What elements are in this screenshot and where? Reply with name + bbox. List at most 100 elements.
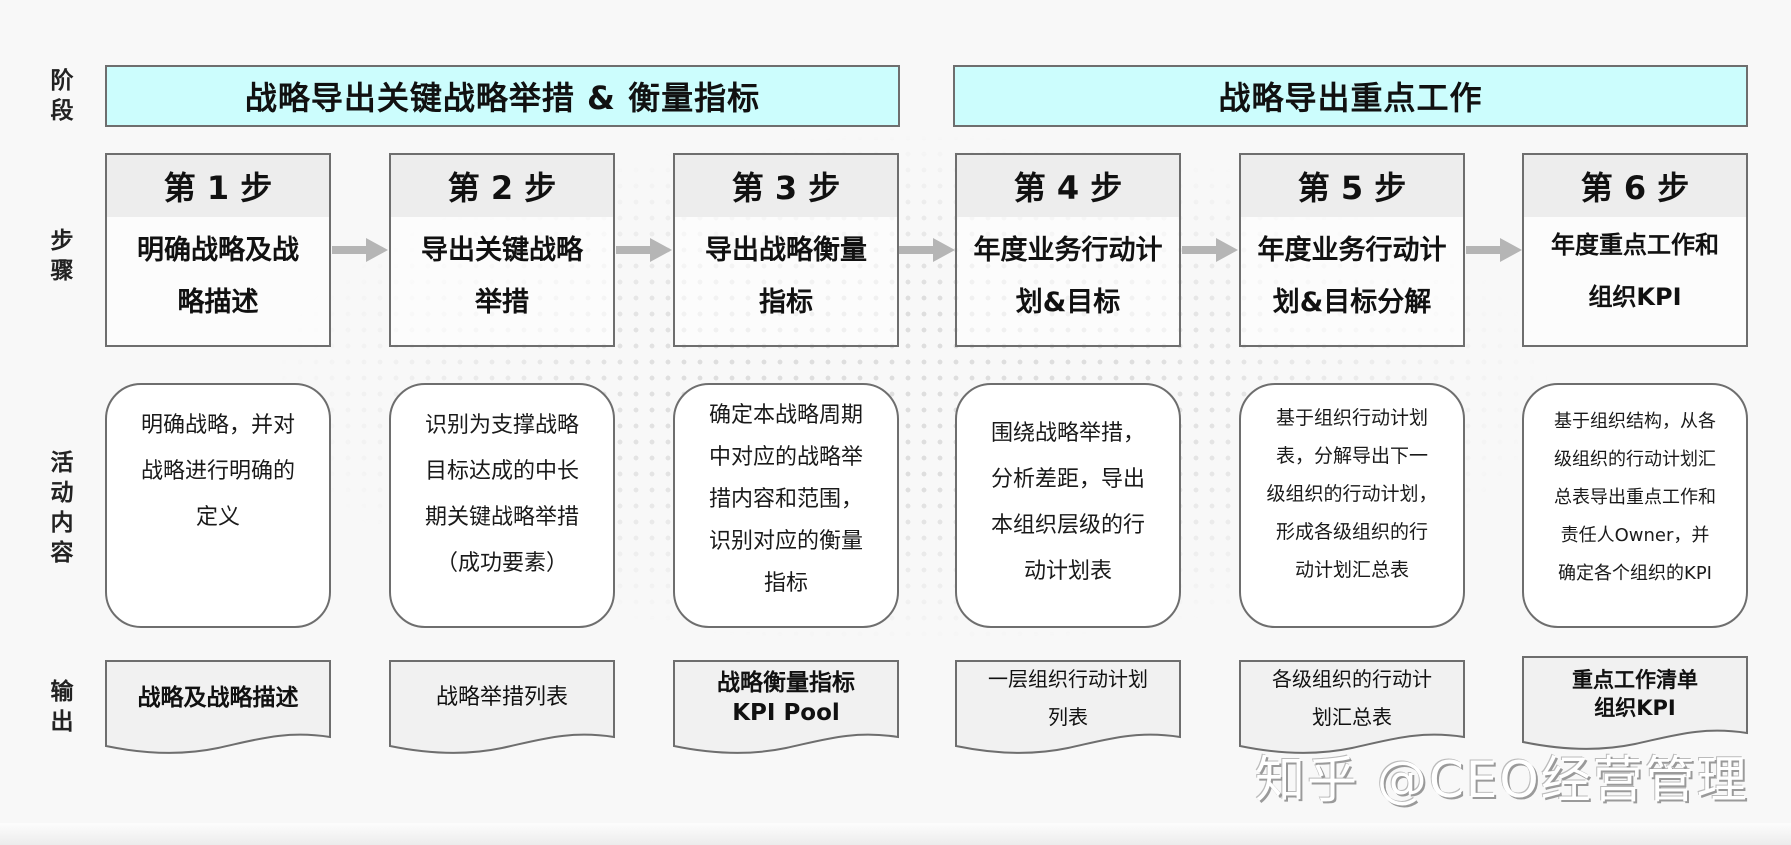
row-label-char: 段 [50,98,74,124]
output-document-6: 重点工作清单 组织KPI [1522,656,1748,751]
step-number: 第 1 步 [107,155,329,217]
document-shape-icon [955,660,1181,754]
activity-line: 战略进行明确的 [140,459,295,484]
activity-text: 围绕战略举措， 分析差距，导出 本组织层级的行 动计划表 [991,411,1145,595]
step-number: 第 5 步 [1241,155,1463,217]
output-text: 一层组织行动计划 列表 [955,660,1181,735]
step-title-line: 略描述 [177,287,259,318]
output-line: 重点工作清单 [1572,667,1698,692]
output-line: 列表 [1048,704,1088,729]
activity-line: 措内容和范围， [708,487,863,512]
activity-line: （成功要素） [435,551,568,576]
step-title-line: 指标 [759,287,813,318]
row-label-steps: 步 骤 [44,226,80,286]
step-title-line: 划&目标 [1015,287,1121,318]
row-label-char: 阶 [50,68,74,94]
output-line: 各级组织的行动计 [1272,666,1432,691]
document-shape-icon [105,660,331,754]
document-shape-icon [1239,660,1465,754]
row-label-char: 容 [50,540,74,566]
activity-line: 分析差距，导出 [990,467,1145,492]
row-label-char: 动 [50,480,74,506]
row-label-char: 输 [50,679,74,705]
step-number: 第 3 步 [675,155,897,217]
activity-line: 表，分解导出下一 [1275,445,1428,467]
step-title-line: 年度业务行动计 [1257,235,1447,266]
output-document-3: 战略衡量指标 KPI Pool [673,660,899,755]
activity-box-2: 识别为支撑战略 目标达成的中长 期关键战略举措 （成功要素） [389,383,615,628]
arrow-right-icon [1182,238,1238,262]
output-line: 一层组织行动计划 [988,666,1148,691]
output-document-4: 一层组织行动计划 列表 [955,660,1181,755]
activity-line: 基于组织结构，从各 [1554,411,1716,432]
step-title-line: 年度重点工作和 [1551,231,1719,259]
step-number: 第 4 步 [957,155,1179,217]
step-title-line: 组织KPI [1588,283,1682,311]
step-title-line: 年度业务行动计 [973,235,1163,266]
activity-text: 明确战略，并对 战略进行明确的 定义 [141,403,295,541]
activity-line: 总表导出重点工作和 [1554,487,1716,508]
activity-line: 级组织的行动计划汇 [1554,449,1716,470]
activity-line: 责任人Owner，并 [1560,525,1710,546]
activity-line: 期关键战略举措 [424,505,579,530]
activity-line: 识别为支撑战略 [424,413,579,438]
activity-line: 目标达成的中长 [424,459,579,484]
output-text: 战略衡量指标 KPI Pool [673,660,899,735]
activity-line: 动计划汇总表 [1294,559,1409,581]
activity-line: 定义 [195,505,240,530]
step-number: 第 6 步 [1524,155,1746,217]
activity-line: 形成各级组织的行 [1275,521,1428,543]
row-label-char: 出 [50,709,74,735]
activity-line: 指标 [763,571,808,596]
arrow-right-icon [899,238,955,262]
phase-bar-2: 战略导出重点工作 [953,65,1748,127]
step-box-2: 第 2 步 导出关键战略 举措 [389,153,615,347]
activity-box-4: 围绕战略举措， 分析差距，导出 本组织层级的行 动计划表 [955,383,1181,628]
phase-label: 战略导出关键战略举措 & 衡量指标 [244,79,761,117]
watermark: 知乎 @CEO经营管理 [1255,751,1749,809]
arrow-right-icon [1466,238,1522,262]
activity-box-6: 基于组织结构，从各 级组织的行动计划汇 总表导出重点工作和 责任人Owner，并… [1522,383,1748,628]
step-box-4: 第 4 步 年度业务行动计 划&目标 [955,153,1181,347]
output-line: 划汇总表 [1312,704,1392,729]
activity-box-1: 明确战略，并对 战略进行明确的 定义 [105,383,331,628]
activity-line: 识别对应的衡量 [708,529,863,554]
activity-line: 中对应的战略举 [708,445,863,470]
activity-text: 基于组织结构，从各 级组织的行动计划汇 总表导出重点工作和 责任人Owner，并… [1554,403,1716,593]
arrow-right-icon [616,238,672,262]
step-title: 年度业务行动计 划&目标分解 [1241,217,1463,329]
activity-text: 确定本战略周期 中对应的战略举 措内容和范围， 识别对应的衡量 指标 [709,395,863,605]
bottom-shade [0,823,1791,845]
output-document-5: 各级组织的行动计 划汇总表 [1239,660,1465,755]
step-title: 明确战略及战 略描述 [107,217,329,329]
activity-line: 确定各个组织的KPI [1558,563,1712,584]
activity-box-5: 基于组织行动计划 表，分解导出下一 级组织的行动计划， 形成各级组织的行 动计划… [1239,383,1465,628]
activity-box-3: 确定本战略周期 中对应的战略举 措内容和范围， 识别对应的衡量 指标 [673,383,899,628]
row-label-phase: 阶 段 [44,66,80,126]
step-title: 导出关键战略 举措 [391,217,613,329]
activity-line: 级组织的行动计划， [1266,483,1438,505]
step-box-6: 第 6 步 年度重点工作和 组织KPI [1522,153,1748,347]
row-label-outputs: 输 出 [44,677,80,737]
row-label-char: 骤 [50,258,74,284]
output-line: 战略及战略描述 [137,684,299,711]
output-document-1: 战略及战略描述 [105,660,331,755]
phase-label: 战略导出重点工作 [1218,79,1483,117]
activity-line: 动计划表 [1023,559,1112,584]
step-title-line: 明确战略及战 [137,235,299,266]
output-text: 战略举措列表 [389,660,615,735]
step-title: 年度业务行动计 划&目标 [957,217,1179,329]
output-line: 战略举措列表 [435,684,568,710]
activity-line: 围绕战略举措， [990,421,1145,446]
output-line: KPI Pool [732,699,840,726]
activity-line: 本组织层级的行 [990,513,1145,538]
activity-line: 基于组织行动计划 [1275,407,1428,429]
activity-line: 确定本战略周期 [708,403,863,428]
row-label-activities: 活 动 内 容 [44,448,80,568]
output-document-2: 战略举措列表 [389,660,615,755]
step-box-5: 第 5 步 年度业务行动计 划&目标分解 [1239,153,1465,347]
activity-text: 识别为支撑战略 目标达成的中长 期关键战略举措 （成功要素） [425,403,579,587]
step-title-line: 导出战略衡量 [705,235,867,266]
step-title: 导出战略衡量 指标 [675,217,897,329]
document-shape-icon [1522,656,1748,750]
